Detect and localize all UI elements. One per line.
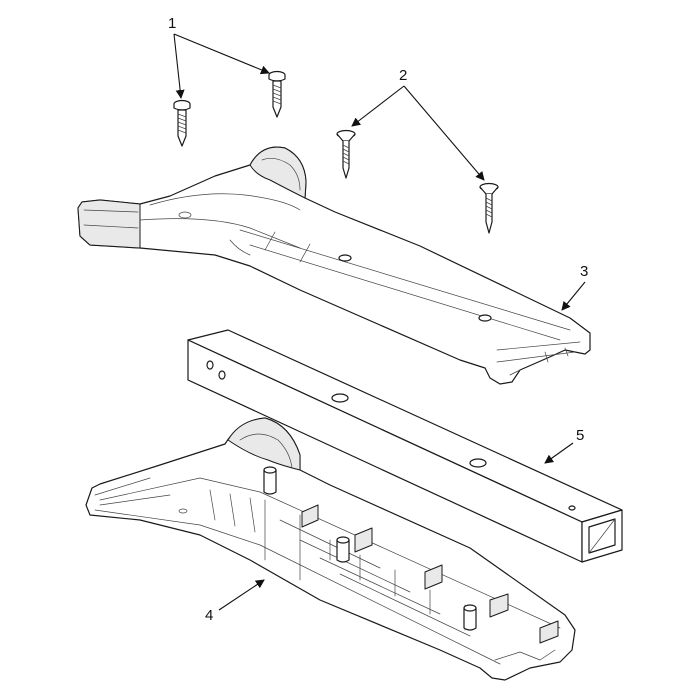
screw-2a — [336, 129, 356, 179]
callout-4: 4 — [205, 607, 213, 624]
bottom-shell — [85, 417, 576, 681]
square-tube — [187, 329, 623, 563]
screw-1b — [268, 70, 286, 118]
callout-5: 5 — [576, 427, 584, 444]
leader-lines — [173, 33, 586, 611]
screw-1a — [173, 99, 191, 147]
top-shell — [77, 146, 591, 385]
callout-2: 2 — [399, 67, 407, 84]
callout-1: 1 — [168, 15, 176, 32]
callout-3: 3 — [580, 263, 588, 280]
screw-2b — [479, 182, 499, 234]
